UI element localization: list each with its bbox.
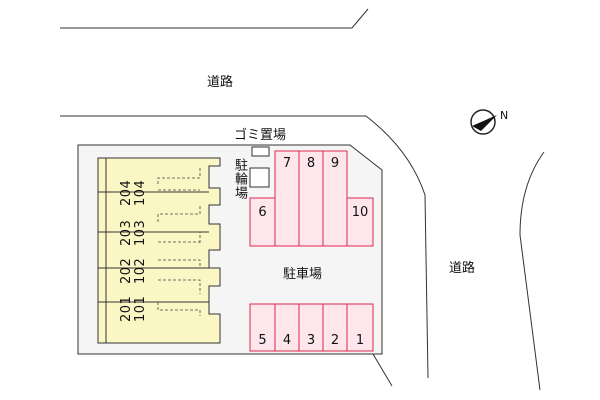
- unit-label-203: 203: [119, 219, 134, 246]
- garbage-label: ゴミ置場: [234, 128, 287, 143]
- parking-number-6: 6: [258, 205, 267, 220]
- parking-number-3: 3: [306, 333, 316, 348]
- road-edge-right: [519, 151, 545, 391]
- parking-number-7: 7: [282, 156, 292, 171]
- parking-number-8: 8: [306, 156, 316, 171]
- balcony-outlines: [157, 168, 201, 316]
- north-arrow-icon: [470, 109, 497, 135]
- balcony-outline: [158, 231, 201, 244]
- parking-number-2: 2: [330, 333, 340, 348]
- bike-parking-label: 駐輪場: [232, 158, 247, 200]
- unit-label-103: 103: [133, 219, 148, 246]
- road-label-right: 道路: [449, 261, 476, 276]
- parking-label: 駐車場: [283, 267, 323, 282]
- parking-space-2: [322, 303, 348, 352]
- parking-space-7: [274, 150, 300, 247]
- unit-label-204: 204: [119, 179, 134, 206]
- bike-parking-box: [249, 167, 270, 188]
- parking-number-1: 1: [355, 333, 365, 348]
- parking-row-top: [249, 150, 374, 247]
- parking-number-4: 4: [282, 333, 292, 348]
- parking-number-10: 10: [351, 205, 369, 220]
- balcony-outline: [157, 302, 201, 316]
- parking-number-9: 9: [330, 156, 340, 171]
- parking-space-4: [274, 303, 300, 352]
- road-edge-top: [60, 8, 369, 29]
- unit-label-202: 202: [119, 257, 134, 284]
- balcony-outline: [158, 279, 201, 294]
- unit-label-201: 201: [119, 295, 134, 322]
- road-label-top: 道路: [207, 75, 234, 90]
- road-edge-corner: [60, 115, 429, 379]
- apartment-building: [97, 157, 221, 344]
- parking-number-5: 5: [258, 333, 267, 348]
- parking-space-1: [346, 303, 374, 352]
- balcony-outline: [157, 168, 201, 184]
- garbage-area: [251, 146, 270, 157]
- parking-space-10: [346, 197, 374, 247]
- compass-letter: N: [500, 109, 509, 122]
- parking-space-6: [249, 197, 276, 247]
- unit-label-102: 102: [133, 257, 148, 284]
- lot-corner-line: [372, 353, 393, 387]
- unit-label-104: 104: [133, 179, 148, 206]
- balcony-outline: [158, 259, 201, 268]
- unit-label-101: 101: [133, 295, 148, 322]
- parking-row-bottom: [249, 303, 374, 352]
